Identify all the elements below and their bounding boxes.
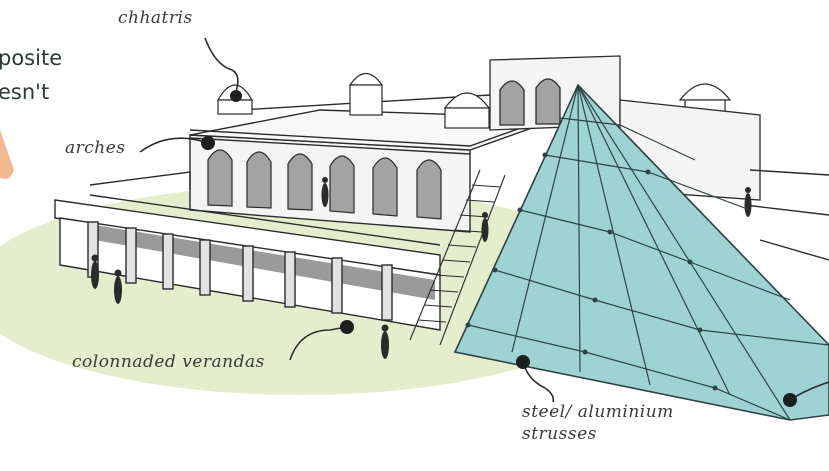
- leader-lines: [139, 37, 829, 403]
- label-trusses-line-1: steel/ aluminium: [522, 402, 674, 422]
- cut-text-line-2: esn't: [0, 80, 50, 104]
- callout-dots: [201, 90, 797, 407]
- label-trusses-line-2: strusses: [522, 424, 597, 444]
- glass-pyramid: [453, 83, 829, 421]
- label-chhatris: chhatris: [118, 8, 193, 28]
- orange-shape: [0, 130, 14, 179]
- label-arches: arches: [65, 138, 126, 158]
- human-figures: [91, 177, 752, 359]
- cut-text-line-1: posite: [0, 46, 63, 70]
- arch-row: [207, 149, 442, 220]
- label-colonnaded-verandas: colonnaded verandas: [72, 352, 265, 372]
- lower-storey: [54, 169, 829, 346]
